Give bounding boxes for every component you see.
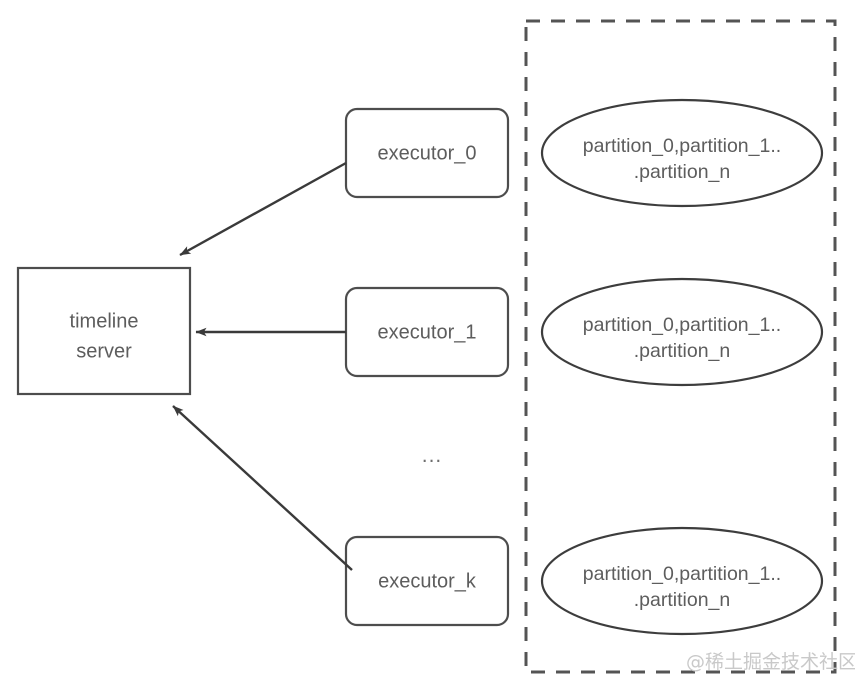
executor-k-box[interactable] (344, 535, 510, 627)
timeline-server-label-line1: timeline (70, 310, 139, 332)
timeline-server-label-line2: server (76, 340, 132, 362)
executor-1-node[interactable]: executor_1 (344, 286, 510, 378)
executor-0-box[interactable] (344, 107, 510, 199)
executor-1-label: executor_1 (378, 321, 477, 343)
partition-group-1-ellipse[interactable] (540, 277, 824, 387)
partition-group-0[interactable]: partition_0,partition_1.. .partition_n (540, 98, 824, 208)
edge-executor-0-to-timeline-server (179, 161, 347, 257)
executor-0-label: executor_0 (378, 142, 477, 164)
partition-group-1-label-line1: partition_0,partition_1.. (583, 314, 781, 336)
executor-k-node[interactable]: executor_k (344, 535, 510, 627)
partitions-group-frame (524, 19, 837, 674)
executors-ellipsis: ... (422, 444, 443, 467)
timeline-server-node[interactable]: timeline server (16, 266, 192, 396)
partition-group-2-label-line2: .partition_n (634, 589, 730, 611)
watermark-label: @稀土掘金技术社区 (686, 651, 855, 673)
timeline-server-box[interactable] (16, 266, 192, 396)
edge-executor-k-to-timeline-server (172, 405, 353, 571)
partition-group-2[interactable]: partition_0,partition_1.. .partition_n (540, 526, 824, 636)
partition-group-1-label-line2: .partition_n (634, 340, 730, 362)
partition-group-1[interactable]: partition_0,partition_1.. .partition_n (540, 277, 824, 387)
partition-group-2-label-line1: partition_0,partition_1.. (583, 563, 781, 585)
partition-group-2-ellipse[interactable] (540, 526, 824, 636)
partition-group-0-ellipse[interactable] (540, 98, 824, 208)
partition-group-0-label-line2: .partition_n (634, 161, 730, 183)
executor-0-node[interactable]: executor_0 (344, 107, 510, 199)
partition-group-0-label-line1: partition_0,partition_1.. (583, 135, 781, 157)
executor-k-label: executor_k (378, 570, 477, 592)
